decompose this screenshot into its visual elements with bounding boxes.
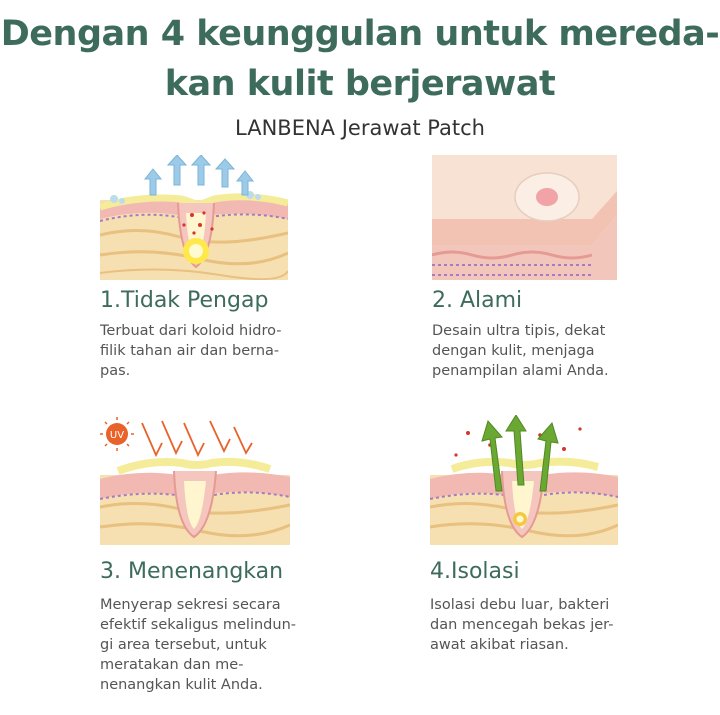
isolation-skin-illustration xyxy=(430,415,618,545)
feature-description-line: dan mencegah bekas jer- xyxy=(430,617,614,633)
feature-description-line: Isolasi debu luar, bakteri xyxy=(430,597,610,613)
feature-description-line: dengan kulit, menjaga xyxy=(432,343,595,359)
feature-isolation: 4.Isolasi Isolasi debu luar, bakteri dan… xyxy=(430,415,720,655)
feature-description-line: pas. xyxy=(100,363,131,379)
feature-description-line: Terbuat dari koloid hidro- xyxy=(100,323,282,339)
feature-description-line: nenangkan kulit Anda. xyxy=(100,677,263,693)
uv-protection-skin-illustration: UV xyxy=(100,417,290,545)
feature-title: 1.Tidak Pengap xyxy=(100,288,269,313)
feature-description: Desain ultra tipis, dekat dengan kulit, … xyxy=(432,321,609,381)
feature-description-line: awat akibat riasan. xyxy=(430,637,569,653)
uv-label: UV xyxy=(110,430,124,441)
breathable-skin-illustration xyxy=(100,155,288,280)
feature-natural: 2. Alami Desain ultra tipis, dekat denga… xyxy=(432,155,720,379)
feature-title: 3. Menenangkan xyxy=(100,559,284,584)
thin-patch-on-skin-illustration xyxy=(432,155,617,280)
feature-description-line: gi area tersebut, untuk xyxy=(100,637,267,653)
page-title-line-2: kan kulit berjerawat xyxy=(164,64,556,104)
feature-description: Terbuat dari koloid hidro- filik tahan a… xyxy=(100,321,281,381)
feature-description-line: Desain ultra tipis, dekat xyxy=(432,323,606,339)
feature-description-line: efektif sekaligus melindun- xyxy=(100,617,296,633)
feature-description-line: penampilan alami Anda. xyxy=(432,363,609,379)
feature-title: 4.Isolasi xyxy=(430,559,520,584)
feature-description-line: filik tahan air dan berna- xyxy=(100,343,280,359)
feature-soothing: UV 3. Menenangkan Menyerap sekresi secar… xyxy=(100,415,400,693)
page-title-line-1: Dengan 4 keunggulan untuk mereda- xyxy=(0,14,720,54)
product-subtitle: LANBENA Jerawat Patch xyxy=(235,116,485,140)
feature-description: Isolasi debu luar, bakteri dan mencegah … xyxy=(430,595,613,655)
feature-title: 2. Alami xyxy=(432,288,523,313)
feature-description: Menyerap sekresi secara efektif sekaligu… xyxy=(100,595,296,695)
feature-breathable: 1.Tidak Pengap Terbuat dari koloid hidro… xyxy=(100,155,400,379)
feature-description-line: Menyerap sekresi secara xyxy=(100,597,281,613)
feature-description-line: meratakan dan me- xyxy=(100,657,244,673)
